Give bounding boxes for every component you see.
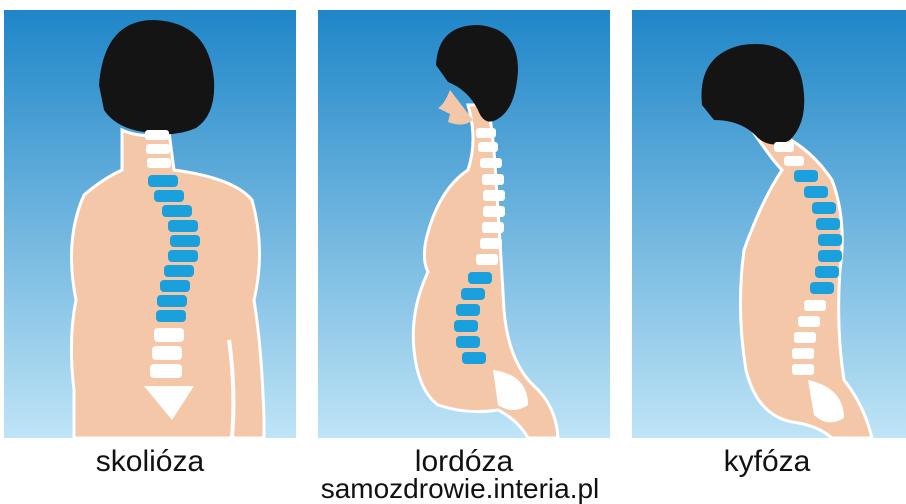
scoliosis-illustration (4, 10, 296, 438)
kyphosis-illustration (632, 10, 906, 438)
hair (99, 20, 214, 134)
caption-scoliosis: skolióza (4, 446, 296, 478)
caption-kyphosis: kyfóza (632, 446, 902, 478)
source-credit: samozdrowie.interia.pl (270, 474, 650, 504)
lordosis-illustration (318, 10, 610, 438)
